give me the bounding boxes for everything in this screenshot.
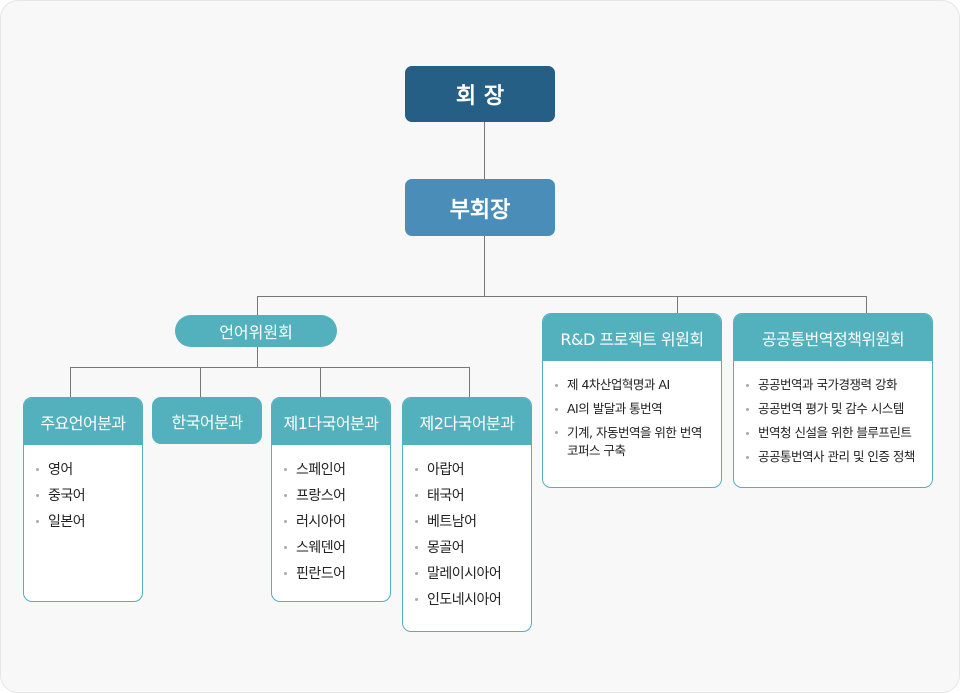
connector-line <box>866 296 867 313</box>
connector-line <box>257 347 258 367</box>
list-item: 말레이시아어 <box>415 561 531 587</box>
list-item: 핀란드어 <box>284 561 390 587</box>
list-item: 영어 <box>36 457 142 483</box>
list-item: 공공번역과 국가경쟁력 강화 <box>746 373 932 397</box>
list-item: 번역청 신설을 위한 블루프린트 <box>746 421 932 445</box>
connector-line <box>677 296 678 313</box>
list-item: 공공통번역사 관리 및 인증 정책 <box>746 445 932 469</box>
list-item: 러시아어 <box>284 509 390 535</box>
chairman-box: 회 장 <box>405 66 555 122</box>
list-item: 프랑스어 <box>284 483 390 509</box>
connector-line <box>484 122 485 179</box>
policy-committee: 공공통번역정책위원회 공공번역과 국가경쟁력 강화 공공번역 평가 및 감수 시… <box>733 313 933 488</box>
division-multilingual-1: 제1다국어분과 스페인어 프랑스어 러시아어 스웨덴어 핀란드어 <box>271 397 391 602</box>
connector-line <box>70 367 71 397</box>
connector-line <box>257 296 258 315</box>
vice-chairman-box: 부회장 <box>405 179 555 236</box>
list-item: 스웨덴어 <box>284 535 390 561</box>
committee-title: R&D 프로젝트 위원회 <box>543 314 721 361</box>
division-title: 제2다국어분과 <box>403 398 531 445</box>
division-major-languages: 주요언어분과 영어 중국어 일본어 <box>23 397 143 602</box>
connector-line <box>70 367 470 368</box>
list-item: AI의 발달과 통번역 <box>555 397 721 421</box>
rnd-committee: R&D 프로젝트 위원회 제 4차산업혁명과 AI AI의 발달과 통번역 기계… <box>542 313 722 488</box>
connector-line <box>484 236 485 296</box>
list-item: 태국어 <box>415 483 531 509</box>
connector-line <box>257 296 867 297</box>
list-item: 기계, 자동번역을 위한 번역 코퍼스 구축 <box>555 421 705 460</box>
list-item: 공공번역 평가 및 감수 시스템 <box>746 397 932 421</box>
list-item: 중국어 <box>36 483 142 509</box>
list-item: 일본어 <box>36 509 142 535</box>
list-item: 몽골어 <box>415 535 531 561</box>
list-item: 스페인어 <box>284 457 390 483</box>
division-korean: 한국어분과 <box>152 397 262 444</box>
connector-line <box>469 367 470 397</box>
language-committee: 언어위원회 <box>175 315 337 347</box>
division-title: 주요언어분과 <box>24 398 142 445</box>
list-item: 아랍어 <box>415 457 531 483</box>
committee-title: 공공통번역정책위원회 <box>734 314 932 361</box>
list-item: 제 4차산업혁명과 AI <box>555 373 721 397</box>
list-item: 인도네시아어 <box>415 587 531 613</box>
connector-line <box>320 367 321 397</box>
list-item: 베트남어 <box>415 509 531 535</box>
division-multilingual-2: 제2다국어분과 아랍어 태국어 베트남어 몽골어 말레이시아어 인도네시아어 <box>402 397 532 632</box>
division-title: 제1다국어분과 <box>272 398 390 445</box>
connector-line <box>200 367 201 397</box>
